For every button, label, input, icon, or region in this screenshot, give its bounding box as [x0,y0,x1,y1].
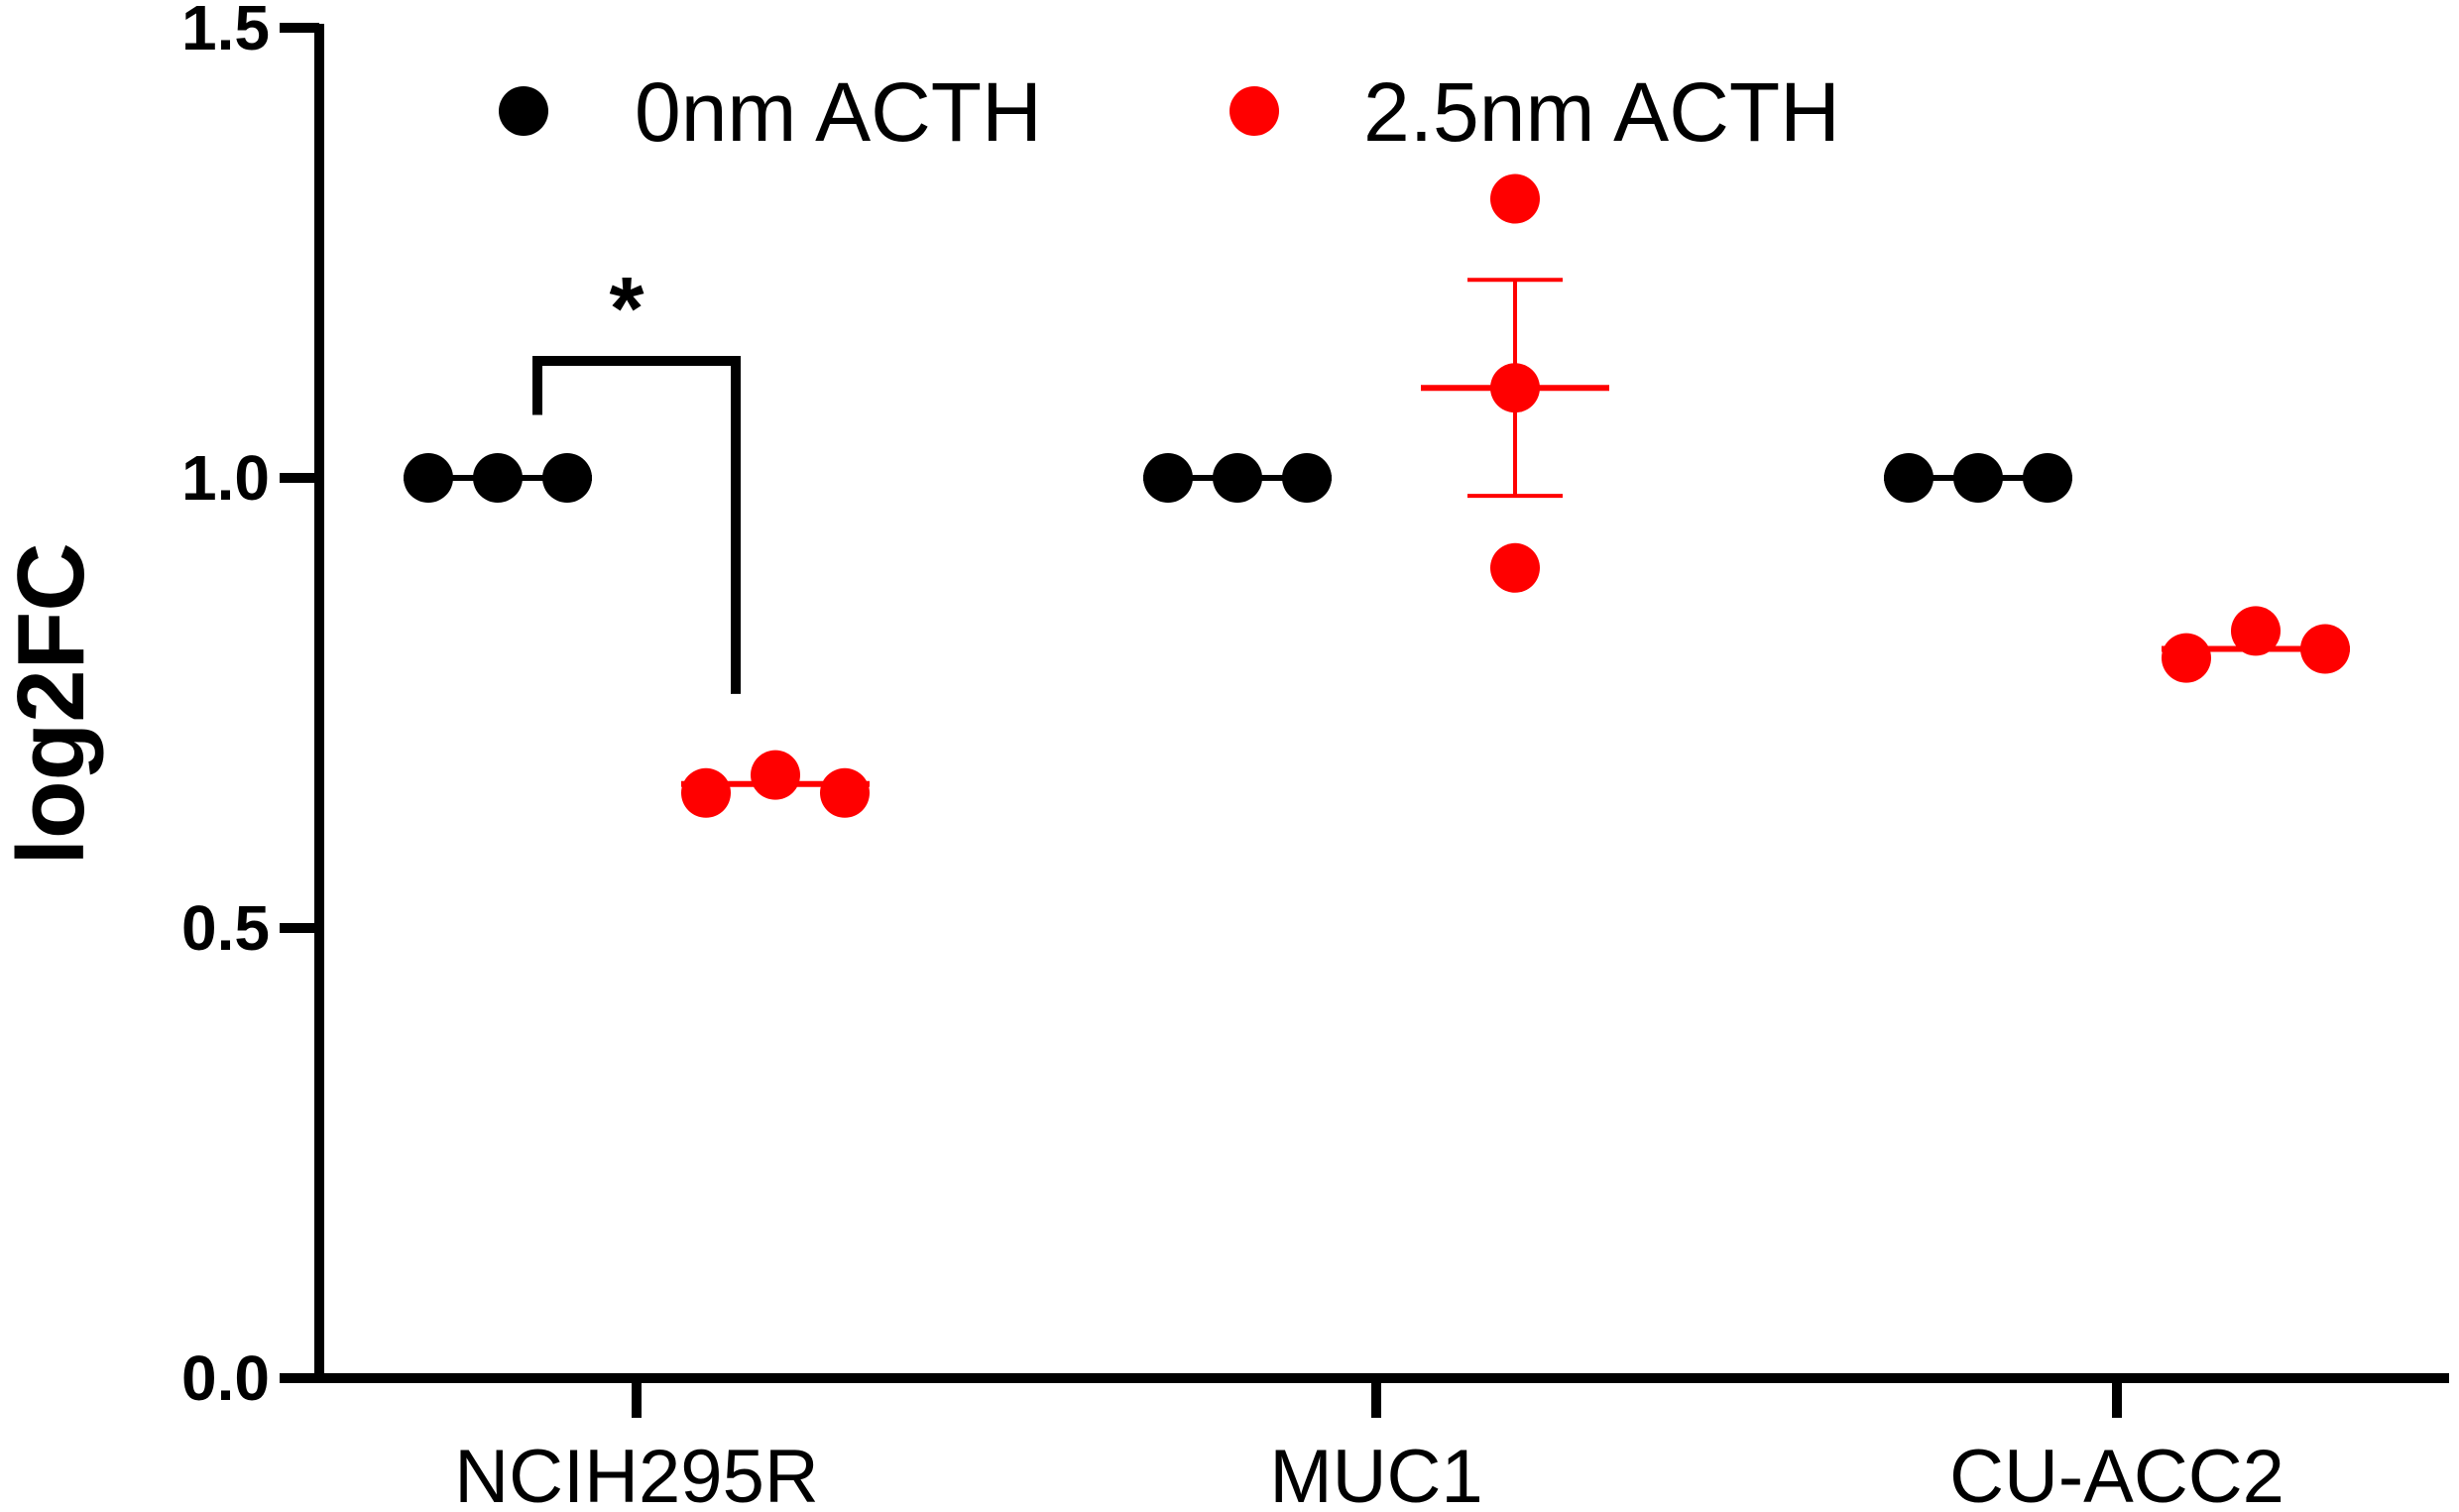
data-point [1282,453,1332,503]
x-category-label: NCIH295R [454,1435,818,1512]
significance-bracket [532,355,741,694]
axes [314,24,2449,1383]
legend-marker [1230,86,1279,136]
data-point [2023,453,2072,503]
y-axis-title: log2FC [0,542,104,865]
legend: 0nm ACTH 2.5nm ACTH [499,65,1840,159]
significance-label: * [609,260,644,359]
y-tick-label: 1.5 [181,0,270,63]
legend-label: 0nm ACTH [635,65,1042,159]
data-point [542,453,592,503]
x-category-label: CU-ACC2 [1949,1435,2284,1512]
x-category-label: MUC1 [1269,1435,1482,1512]
y-tick-label: 0.5 [181,892,270,964]
data-point [1490,542,1540,593]
annotations: * [532,260,741,694]
data-point [2162,633,2211,683]
data-point [1213,453,1262,503]
x-categories: NCIH295R MUC1 CU-ACC2 [454,1378,2284,1512]
data-point [1953,453,2003,503]
data-point [1490,174,1540,224]
data-point [1143,453,1193,503]
legend-label: 2.5nm ACTH [1363,65,1840,159]
data-point [2300,624,2350,674]
legend-marker [499,86,548,136]
data-point [473,453,523,503]
data-point [681,767,731,818]
data-point [820,767,870,818]
data-point [2231,606,2281,656]
data-point [751,750,800,800]
data-marks [404,174,2350,818]
y-tick-label: 1.0 [181,442,270,514]
y-tick-label: 0.0 [181,1342,270,1414]
data-point [1490,363,1540,413]
y-ticks: 0.0 0.5 1.0 1.5 [181,0,319,1414]
data-point [1884,453,1933,503]
data-point [404,453,453,503]
